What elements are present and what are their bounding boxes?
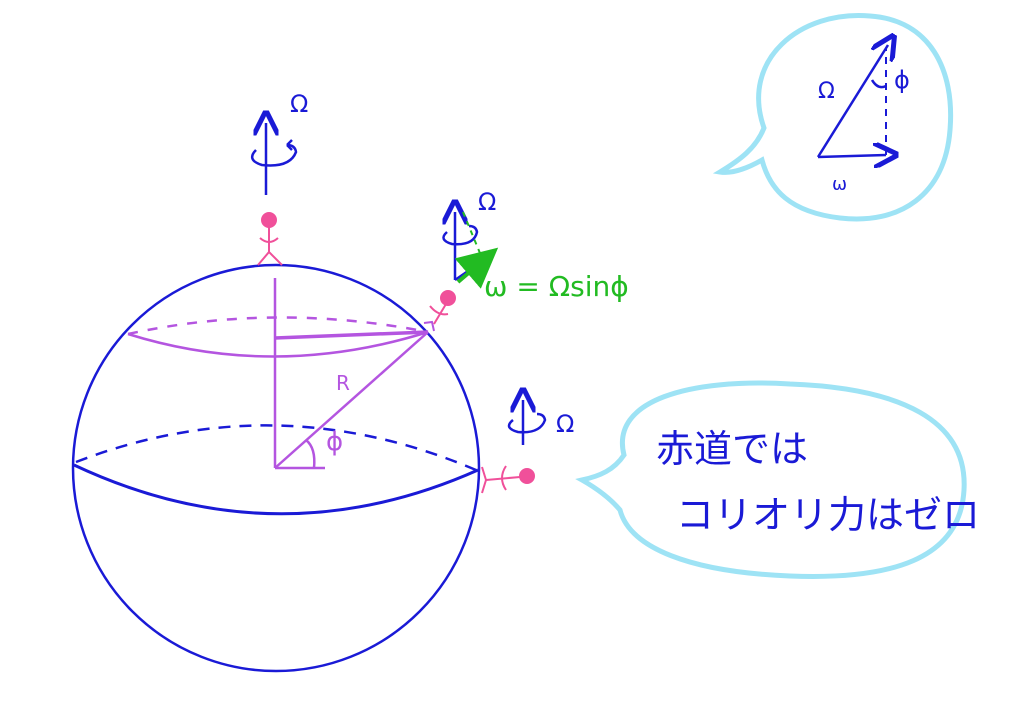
radius-label: R: [336, 371, 350, 395]
triangle-omega-small-label: ω: [832, 174, 847, 195]
latitude-radius-line: [274, 330, 429, 340]
observer-figure-icon: [429, 290, 456, 325]
latitude-circle-back: [127, 316, 429, 336]
latitude-circle-front: [127, 330, 429, 358]
vector-triangle: [816, 45, 888, 157]
equator-front: [73, 463, 479, 516]
rotation-axis-icon: [442, 212, 485, 282]
observer-figure-icon: [481, 465, 535, 494]
omega-vertical-vector: [454, 247, 499, 289]
latitude-construction: [127, 278, 435, 470]
equator-omega-label: Ω: [556, 410, 574, 438]
earth-radius-line: [274, 331, 429, 469]
omega-projection-dashed: [462, 211, 483, 259]
triangle-omega-label: Ω: [818, 79, 835, 104]
earth-outline: [71, 263, 481, 673]
equator-note-line2: コリオリ力はゼロ: [676, 493, 980, 537]
triangle-phi-label: ϕ: [894, 66, 910, 94]
rotation-axis-icon: [507, 400, 547, 445]
right-angle-mark: [423, 320, 435, 332]
phi-angle-label: ϕ: [326, 427, 343, 457]
observer-figure-icon: [257, 212, 283, 266]
mid-omega-label: Ω: [478, 188, 496, 216]
pole-omega-label: Ω: [290, 90, 308, 118]
speech-bubble-icon: [712, 13, 954, 222]
phi-angle-arc: [305, 439, 316, 469]
earth-sphere: [71, 263, 481, 673]
equator-note-line1: 赤道では: [656, 427, 808, 471]
rotation-axis-icon: [250, 123, 298, 195]
speech-bubble-icon: [575, 380, 967, 579]
formula-label: ω = Ωsinϕ: [484, 270, 629, 303]
